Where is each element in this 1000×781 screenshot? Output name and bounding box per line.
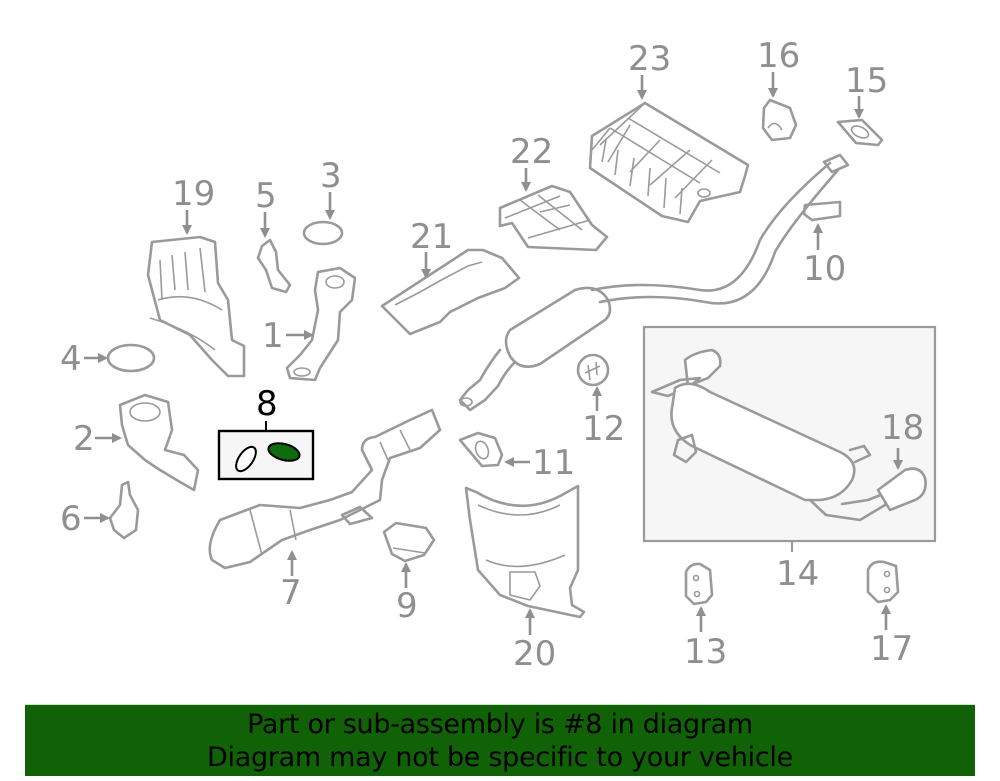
callout-5: 5 [255, 176, 277, 216]
part-6-bracket[interactable]: 6 [60, 480, 140, 540]
part-11-flange-gasket[interactable]: 11 [458, 431, 575, 483]
callout-8: 8 [256, 384, 278, 424]
part-21-floor-heat-shield[interactable]: 21 [380, 217, 521, 336]
banner-line-part: Part or sub-assembly is #8 in diagram [247, 709, 753, 740]
part-4-gasket[interactable]: 4 [60, 339, 156, 379]
callout-1: 1 [262, 316, 284, 356]
info-banner: Part or sub-assembly is #8 in diagram Di… [25, 704, 975, 776]
callout-6: 6 [60, 499, 82, 539]
callout-9: 9 [396, 586, 418, 626]
callout-15: 15 [845, 61, 888, 101]
banner-line-disclaimer: Diagram may not be specific to your vehi… [207, 742, 793, 773]
part-14-muffler-assembly[interactable]: 18 14 [642, 325, 937, 594]
part-19-heat-shield-large[interactable]: 19 [146, 174, 246, 378]
callout-19: 19 [172, 174, 215, 214]
part-16-rubber-mount[interactable]: 16 [757, 36, 800, 142]
callout-10: 10 [803, 249, 846, 289]
callout-16: 16 [757, 36, 800, 76]
callout-3: 3 [320, 156, 342, 196]
part-2-catalytic-converter[interactable]: 2 [73, 393, 200, 492]
part-22-heat-shield[interactable]: 22 [498, 132, 609, 252]
part-12-rubber-mount[interactable]: 12 [576, 353, 625, 449]
callout-17: 17 [870, 629, 913, 669]
gasket-outline-icon [235, 445, 257, 473]
part-1-catalytic-converter[interactable]: 1 [262, 266, 357, 382]
gasket-highlighted-icon [267, 442, 301, 462]
callout-12: 12 [582, 409, 625, 449]
part-23-rear-heat-shield[interactable]: 23 [588, 39, 750, 224]
callout-4: 4 [60, 339, 82, 379]
part-10-pipe-bracket[interactable]: 10 [590, 153, 850, 305]
part-7-front-exhaust-pipe[interactable]: 7 [208, 408, 442, 613]
callout-13: 13 [684, 632, 727, 672]
callout-22: 22 [510, 132, 553, 172]
part-17-rubber-hanger[interactable]: 17 [866, 560, 913, 669]
callout-23: 23 [628, 39, 671, 79]
part-13-rubber-hanger[interactable]: 13 [684, 562, 727, 672]
part-8-gasket-set[interactable]: 8 [217, 384, 315, 481]
part-20-center-heat-shield[interactable]: 20 [464, 484, 586, 674]
part-9-heat-insulator[interactable]: 9 [382, 521, 436, 626]
part-15-tail-gasket[interactable]: 15 [836, 61, 888, 147]
callout-21: 21 [410, 217, 453, 257]
center-muffler [458, 286, 612, 412]
callout-11: 11 [532, 443, 575, 483]
part-5-heat-shield-small[interactable]: 5 [255, 176, 292, 294]
part-3-gasket[interactable]: 3 [302, 156, 344, 246]
exhaust-parts-diagram: 23 16 15 10 22 21 [60, 36, 937, 674]
callout-7: 7 [280, 573, 302, 613]
callout-14: 14 [776, 554, 819, 594]
callout-18: 18 [881, 408, 924, 448]
callout-20: 20 [513, 634, 556, 674]
callout-2: 2 [73, 419, 95, 459]
